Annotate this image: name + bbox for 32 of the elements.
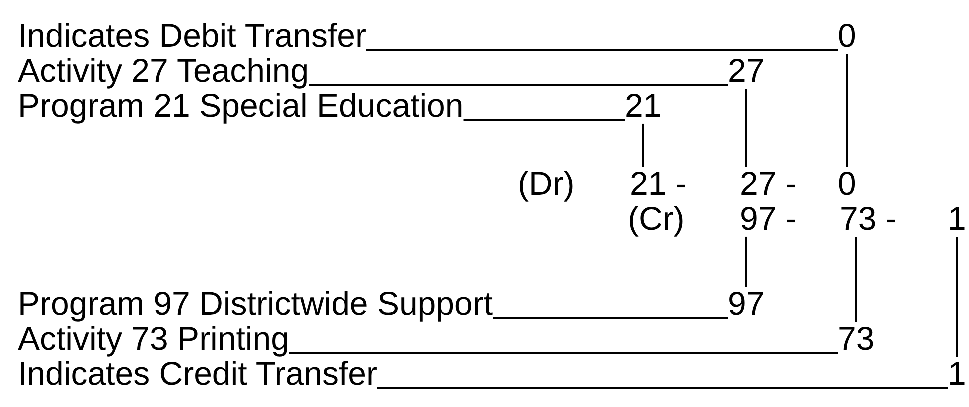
account-code-label: 97 - xyxy=(740,202,797,237)
code-number: 21 xyxy=(625,89,662,124)
leader-line xyxy=(366,49,838,52)
account-code-label: 73 - xyxy=(840,202,897,237)
account-code-label: 21 - xyxy=(630,167,687,202)
code-number: 0 xyxy=(838,19,856,54)
code-description: Indicates Credit Transfer xyxy=(18,357,378,392)
leader-line xyxy=(289,352,838,354)
code-number: 97 xyxy=(728,287,765,322)
entry-type-label: (Dr) xyxy=(518,167,575,202)
connector-line xyxy=(956,236,958,357)
leader-line xyxy=(378,387,948,390)
account-code-label: 1 xyxy=(948,202,966,237)
connector-line xyxy=(855,236,858,322)
code-number: 27 xyxy=(728,54,765,89)
code-description: Activity 73 Printing xyxy=(18,322,290,357)
code-description: Activity 27 Teaching xyxy=(18,54,310,89)
code-number: 73 xyxy=(838,322,875,357)
account-code-label: 27 - xyxy=(740,167,797,202)
leader-line xyxy=(464,119,625,122)
connector-line xyxy=(745,236,748,287)
code-description: Program 97 Districtwide Support xyxy=(18,287,494,322)
account-code-label: 0 xyxy=(838,167,856,202)
leader-line xyxy=(493,317,728,320)
code-description: Indicates Debit Transfer xyxy=(18,19,366,54)
connector-line xyxy=(642,124,644,167)
code-number: 1 xyxy=(948,357,966,392)
connector-line xyxy=(745,88,748,167)
connector-line xyxy=(846,54,848,167)
code-description: Program 21 Special Education xyxy=(18,89,464,124)
entry-type-label: (Cr) xyxy=(628,202,685,237)
leader-line xyxy=(309,84,728,86)
